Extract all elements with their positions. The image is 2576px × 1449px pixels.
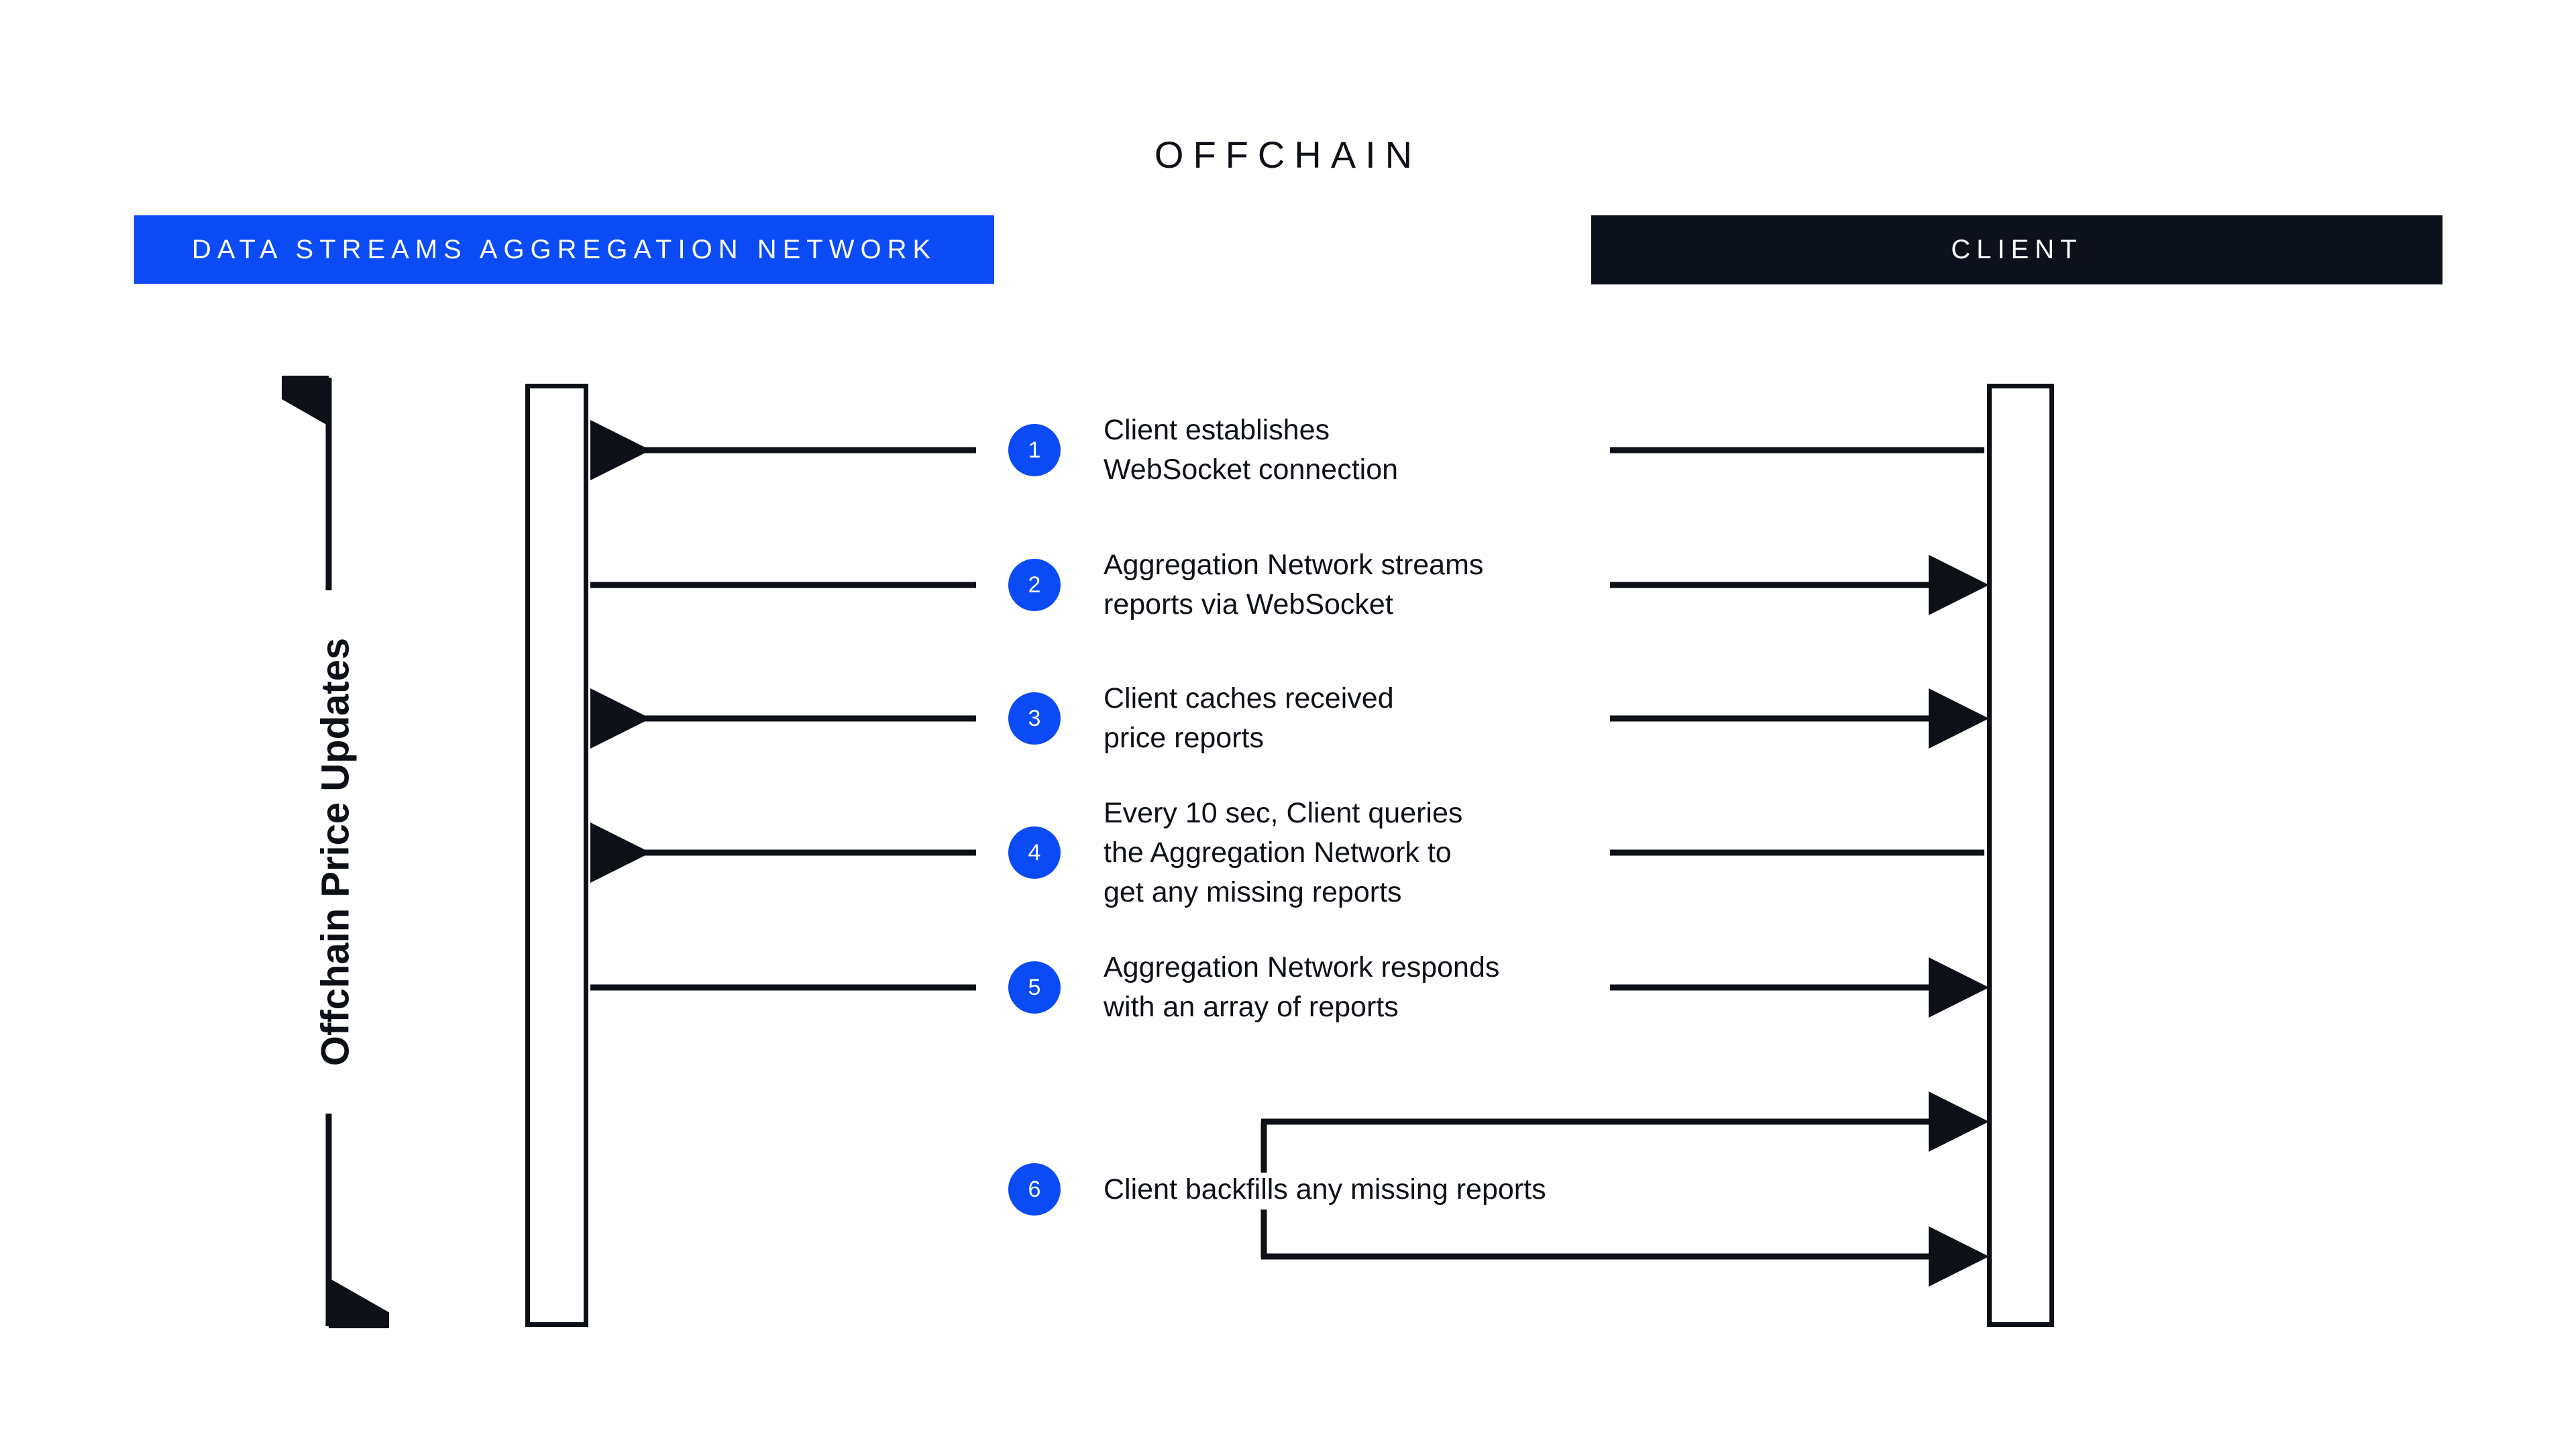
step-marker-1: 1 [1008, 424, 1061, 476]
lane-header-aggregation-network: DATA STREAMS AGGREGATION NETWORK [134, 215, 994, 284]
step-text-6: Client backfills any missing reports [1104, 1173, 1546, 1205]
step-text-3: Client caches received price reports [1104, 682, 1394, 754]
lane-header-aggregation-network-label: DATA STREAMS AGGREGATION NETWORK [191, 234, 937, 264]
offchain-price-updates-axis: Offchain Price Updates [244, 329, 413, 1375]
step-marker-2: 2 [1008, 559, 1061, 611]
step-text-4: Every 10 sec, Client queries the Aggrega… [1104, 797, 1463, 908]
step-marker-3: 3 [1008, 692, 1061, 745]
page-title: OFFCHAIN [1154, 133, 1422, 176]
lifeline-client [1987, 384, 2054, 1327]
lane-header-client: CLIENT [1591, 215, 2443, 284]
vertical-double-arrow-icon [244, 329, 413, 1375]
step-text-1: Client establishes WebSocket connection [1104, 414, 1399, 486]
step-text-2: Aggregation Network streams reports via … [1104, 549, 1484, 621]
step-marker-4: 4 [1008, 826, 1061, 879]
lane-header-client-label: CLIENT [1951, 235, 2083, 264]
step-marker-5: 5 [1008, 961, 1061, 1014]
step-text-5: Aggregation Network responds with an arr… [1104, 951, 1500, 1023]
lifeline-aggregation-network [525, 384, 588, 1327]
message-arrow-step-6-backfill [1260, 1091, 1989, 1287]
step-marker-6: 6 [1008, 1163, 1061, 1216]
